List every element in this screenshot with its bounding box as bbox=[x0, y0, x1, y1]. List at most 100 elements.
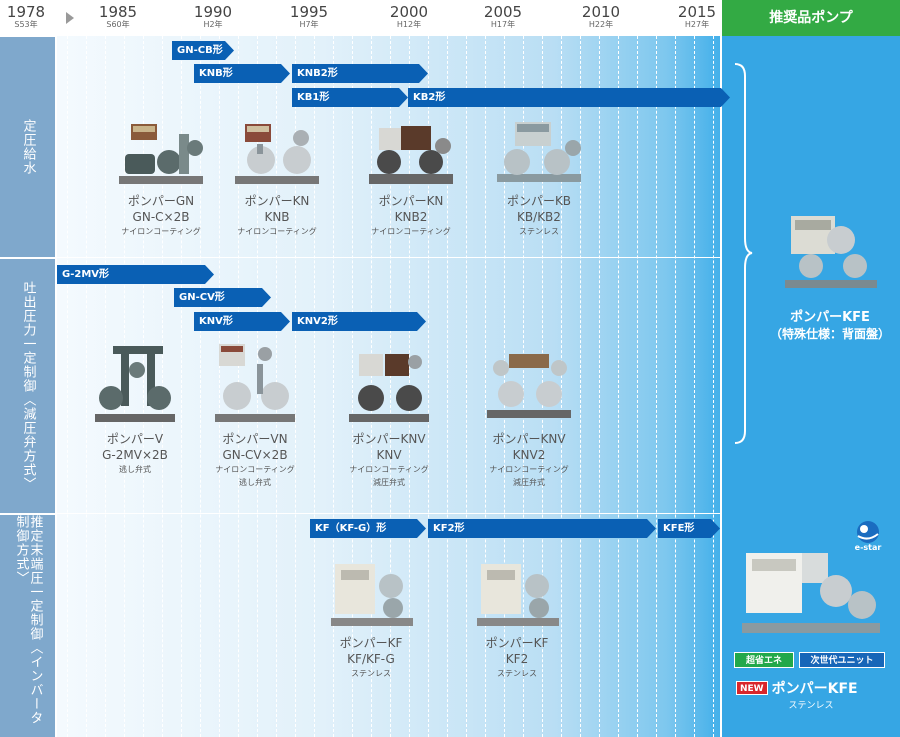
new-product-material: ステンレス bbox=[788, 701, 834, 711]
gridline bbox=[67, 36, 68, 737]
pump-unit-icon bbox=[321, 558, 421, 632]
category-estimated-end-pressure: 推定末端圧一定制御〈インバータ制御方式〉 bbox=[0, 515, 55, 737]
e-star-logo-text: e-star bbox=[855, 543, 882, 552]
era-label: H12年 bbox=[396, 20, 422, 29]
gridline bbox=[656, 36, 657, 737]
gridline bbox=[713, 36, 714, 737]
era-label: S60年 bbox=[106, 20, 130, 29]
recommended-column bbox=[722, 36, 900, 737]
year-label: 2000 bbox=[389, 3, 429, 21]
product-name: ポンパーKN bbox=[378, 194, 444, 208]
product-knv: ポンパーKNV KNV ナイロンコーティング 減圧弁式 bbox=[324, 348, 454, 489]
year-label: 2015 bbox=[677, 3, 717, 21]
pump-unit-icon bbox=[227, 118, 327, 190]
gridline bbox=[580, 36, 581, 737]
product-kn-knb2: ポンパーKN KNB2 ナイロンコーティング bbox=[346, 118, 476, 238]
product-model: GN-C×2B bbox=[132, 210, 190, 224]
product-note: ステンレス bbox=[351, 669, 391, 678]
year-start-label: 1978 bbox=[6, 3, 46, 21]
year-2015: 2015 H27年 bbox=[674, 4, 720, 30]
year-label: 2005 bbox=[483, 3, 523, 21]
pump-unit-icon bbox=[489, 118, 589, 190]
product-model: KB/KB2 bbox=[517, 210, 561, 224]
product-model: KNB bbox=[264, 210, 290, 224]
gridline bbox=[314, 36, 315, 737]
year-1995: 1995 H7年 bbox=[286, 4, 332, 30]
gridline bbox=[86, 36, 87, 737]
row-divider bbox=[57, 513, 720, 514]
recommended-kfe-special: ポンパーKFE （特殊仕様：背面盤） bbox=[765, 210, 895, 342]
pump-unit-icon bbox=[85, 340, 185, 428]
year-1985: 1985 S60年 bbox=[95, 4, 141, 30]
gridline bbox=[599, 36, 600, 737]
product-note: 逃し弁式 bbox=[239, 478, 271, 487]
year-label: 1990 bbox=[193, 3, 233, 21]
gridline bbox=[105, 36, 106, 737]
arrow-knv2: KNV2形 bbox=[292, 312, 426, 331]
gridline bbox=[637, 36, 638, 737]
gridline bbox=[447, 36, 448, 737]
arrow-g-2mv: G-2MV形 bbox=[57, 265, 214, 284]
year-2000: 2000 H12年 bbox=[386, 4, 432, 30]
product-note: 減圧弁式 bbox=[513, 478, 545, 487]
arrow-kb1: KB1形 bbox=[292, 88, 408, 107]
pump-unit-icon bbox=[742, 553, 880, 633]
product-kf2: ポンパーKF KF2 ステンレス bbox=[452, 558, 582, 680]
era-label: H27年 bbox=[684, 20, 710, 29]
category-discharge-pressure: 吐出圧力一定制御〈減圧弁方式〉 bbox=[0, 259, 55, 513]
gridline bbox=[181, 36, 182, 737]
pump-unit-icon bbox=[467, 558, 567, 632]
product-gn: ポンパーGN GN-C×2B ナイロンコーティング bbox=[96, 118, 226, 238]
row-divider bbox=[57, 257, 720, 258]
era-label: H22年 bbox=[588, 20, 614, 29]
gridline bbox=[390, 36, 391, 737]
badge-super-energy-saving: 超省エネ bbox=[734, 652, 794, 668]
product-model: KNV2 bbox=[512, 448, 546, 462]
era-label: H17年 bbox=[490, 20, 516, 29]
pump-unit-icon bbox=[339, 348, 439, 428]
year-label: 1995 bbox=[289, 3, 329, 21]
product-model: KF/KF-G bbox=[347, 652, 395, 666]
recommended-pump-header: 推奨品ポンプ bbox=[722, 0, 900, 36]
arrow-kfe: KFE形 bbox=[658, 519, 720, 538]
product-name: ポンパーKF bbox=[339, 636, 403, 650]
year-2005: 2005 H17年 bbox=[480, 4, 526, 30]
product-kb: ポンパーKB KB/KB2 ステンレス bbox=[474, 118, 604, 238]
product-name: ポンパーVN bbox=[222, 432, 288, 446]
gridline bbox=[295, 36, 296, 737]
gridline bbox=[694, 36, 695, 737]
year-1990: 1990 H2年 bbox=[190, 4, 236, 30]
timeline-start-arrow-icon bbox=[66, 12, 74, 24]
product-note: ナイロンコーティング bbox=[349, 465, 429, 474]
product-name: ポンパーV bbox=[106, 432, 164, 446]
pump-unit-icon bbox=[765, 210, 895, 295]
gridline bbox=[523, 36, 524, 737]
gridline bbox=[352, 36, 353, 737]
product-note: 逃し弁式 bbox=[119, 465, 151, 474]
e-star-logo-icon: e-star bbox=[855, 521, 882, 552]
pump-unit-icon bbox=[111, 118, 211, 190]
gridline bbox=[675, 36, 676, 737]
product-name: ポンパーKF bbox=[485, 636, 549, 650]
pump-unit-icon bbox=[361, 118, 461, 190]
gridline bbox=[485, 36, 486, 737]
arrow-gn-cb: GN-CB形 bbox=[172, 41, 234, 60]
category-label: 推定末端圧一定制御〈インバータ制御方式〉 bbox=[13, 515, 43, 725]
product-model: GN-CV×2B bbox=[222, 448, 288, 462]
product-note: ナイロンコーティング bbox=[237, 227, 317, 236]
arrow-kf2: KF2形 bbox=[428, 519, 656, 538]
product-model: KF2 bbox=[505, 652, 529, 666]
gridline bbox=[200, 36, 201, 737]
product-kf: ポンパーKF KF/KF-G ステンレス bbox=[306, 558, 436, 680]
era-label: H7年 bbox=[299, 20, 319, 29]
year-label: 1985 bbox=[98, 3, 138, 21]
year-label: 2010 bbox=[581, 3, 621, 21]
gridline bbox=[561, 36, 562, 737]
category-constant-pressure: 定圧給水 bbox=[0, 37, 55, 257]
product-note: ナイロンコーティング bbox=[371, 227, 451, 236]
product-kn-knb: ポンパーKN KNB ナイロンコーティング bbox=[212, 118, 342, 238]
product-note: ナイロンコーティング bbox=[489, 465, 569, 474]
timeline-header: 1978 S53年 1985 S60年 1990 H2年 1995 H7年 20… bbox=[0, 0, 900, 36]
product-note: ナイロンコーティング bbox=[121, 227, 201, 236]
era-label: H2年 bbox=[203, 20, 223, 29]
